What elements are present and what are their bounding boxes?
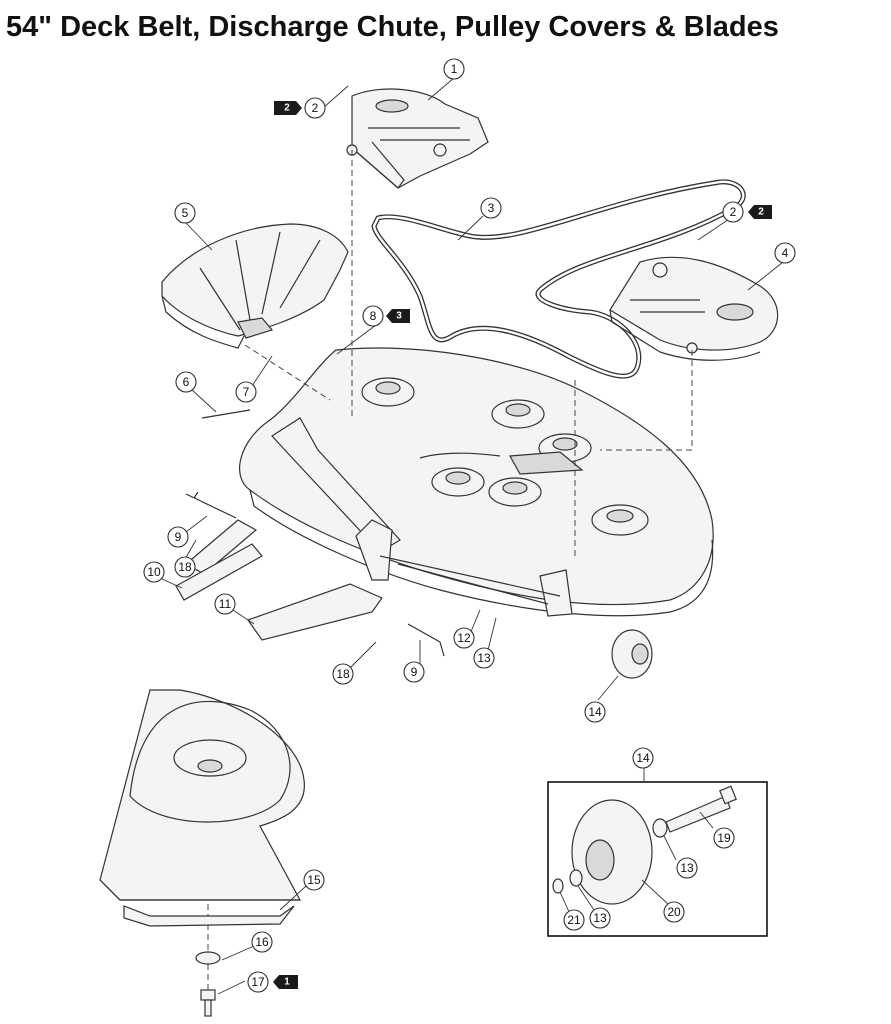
blade-washer <box>195 951 221 965</box>
callout-18-bottom: 18 <box>332 663 354 685</box>
svg-text:18: 18 <box>336 667 350 681</box>
gauge-wheel <box>611 629 653 679</box>
svg-text:11: 11 <box>219 597 232 611</box>
svg-text:21: 21 <box>567 913 581 927</box>
blade-housing <box>99 689 305 901</box>
svg-text:7: 7 <box>243 385 250 399</box>
callout-15: 15 <box>303 869 325 891</box>
svg-text:2: 2 <box>758 207 764 218</box>
tag-3: 3 <box>386 309 410 323</box>
page-title: 54" Deck Belt, Discharge Chute, Pulley C… <box>6 11 779 43</box>
deck-belt <box>371 179 746 379</box>
alignment-lines <box>207 150 693 990</box>
callout-19: 19 <box>713 827 735 849</box>
svg-text:2: 2 <box>312 101 319 115</box>
pulley-cover-left <box>346 88 489 189</box>
callout-1: 1 <box>443 58 465 80</box>
wheel-detail-box <box>547 781 768 937</box>
callout-11: 11 <box>214 593 236 615</box>
callout-18-left: 18 <box>174 556 196 578</box>
svg-text:5: 5 <box>182 206 189 220</box>
svg-text:9: 9 <box>175 530 182 544</box>
callout-10: 10 <box>143 561 165 583</box>
svg-text:2: 2 <box>730 205 737 219</box>
callout-13-deck: 13 <box>473 647 495 669</box>
leader-lines <box>161 77 784 995</box>
svg-text:13: 13 <box>593 911 607 925</box>
callout-20: 20 <box>663 901 685 923</box>
callout-5: 5 <box>174 202 196 224</box>
callout-14-box: 14 <box>632 747 654 769</box>
callout-3: 3 <box>480 197 502 219</box>
svg-text:18: 18 <box>178 560 192 574</box>
callout-16: 16 <box>251 931 273 953</box>
callout-6: 6 <box>175 371 197 393</box>
mower-deck <box>239 347 714 617</box>
svg-text:12: 12 <box>457 631 471 645</box>
svg-text:2: 2 <box>284 103 290 114</box>
svg-text:19: 19 <box>717 831 731 845</box>
callout-9-left: 9 <box>167 526 189 548</box>
svg-text:6: 6 <box>183 375 190 389</box>
callout-13-box-right: 13 <box>676 857 698 879</box>
svg-text:13: 13 <box>477 651 491 665</box>
callout-7: 7 <box>235 381 257 403</box>
svg-text:8: 8 <box>370 309 377 323</box>
svg-text:15: 15 <box>307 873 321 887</box>
svg-text:3: 3 <box>488 201 495 215</box>
tag-2-right: 2 <box>748 205 772 219</box>
blade-bolt <box>200 989 216 1017</box>
svg-text:16: 16 <box>255 935 269 949</box>
callout-2-right: 2 <box>722 201 744 223</box>
callout-21: 21 <box>563 909 585 931</box>
callout-2-top-left: 2 <box>304 97 326 119</box>
callout-14-deck: 14 <box>584 701 606 723</box>
svg-text:20: 20 <box>667 905 681 919</box>
svg-text:17: 17 <box>251 975 265 989</box>
svg-text:14: 14 <box>588 705 602 719</box>
callout-13-box-left: 13 <box>589 907 611 929</box>
callout-17: 17 <box>247 971 269 993</box>
callout-4: 4 <box>774 242 796 264</box>
svg-text:14: 14 <box>636 751 650 765</box>
discharge-chute <box>161 223 349 349</box>
pulley-cover-right <box>609 256 779 361</box>
svg-text:1: 1 <box>284 977 290 988</box>
svg-text:9: 9 <box>411 665 418 679</box>
svg-text:13: 13 <box>680 861 694 875</box>
tag-1: 1 <box>273 975 298 989</box>
mower-blade <box>123 905 295 927</box>
svg-text:4: 4 <box>782 246 789 260</box>
spindle-pulleys <box>361 377 649 536</box>
tag-2-left: 2 <box>274 101 302 115</box>
svg-text:3: 3 <box>396 311 402 322</box>
callout-12: 12 <box>453 627 475 649</box>
callout-8: 8 <box>362 305 384 327</box>
deck-hangers <box>175 409 573 657</box>
svg-text:10: 10 <box>147 565 161 579</box>
callout-9-bottom: 9 <box>403 661 425 683</box>
svg-text:1: 1 <box>451 62 458 76</box>
